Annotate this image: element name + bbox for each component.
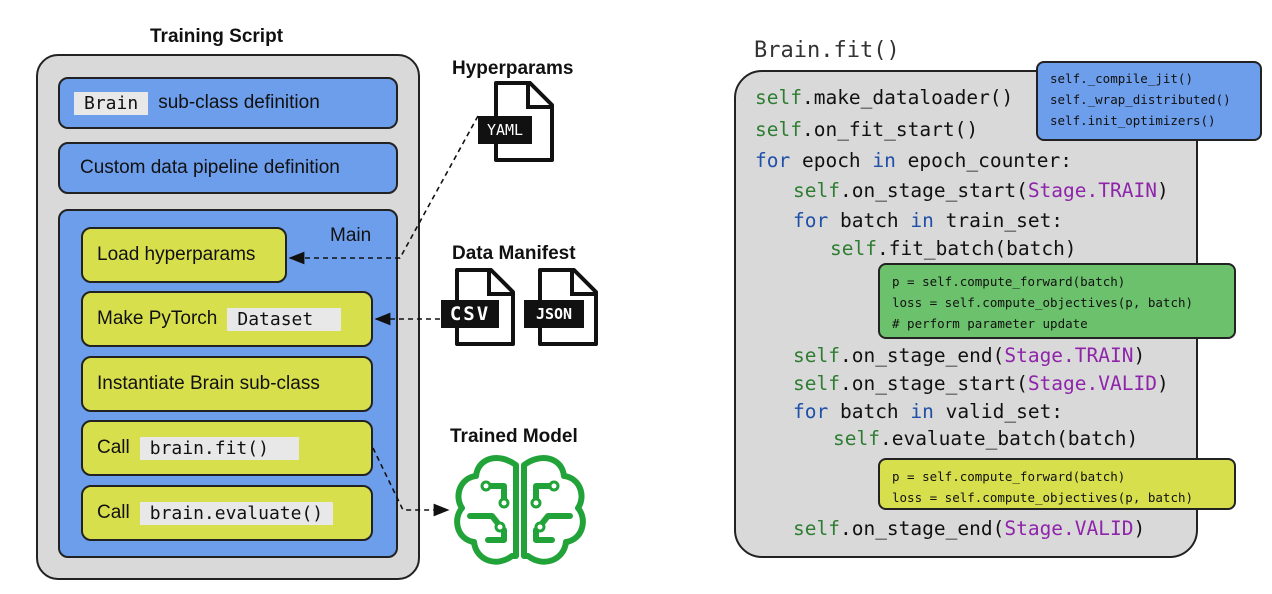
code-line-for-epoch: for epoch in epoch_counter:: [755, 149, 1073, 172]
make-dataset-box: Make PyTorch Dataset: [81, 291, 373, 347]
call-fit-box: Call brain.fit(): [81, 420, 373, 476]
code-line-stage-start-train: self.on_stage_start(Stage.TRAIN): [793, 179, 1169, 202]
call-evaluate-box: Call brain.evaluate(): [81, 485, 373, 541]
code-line-for-valid-batch: for batch in valid_set:: [793, 400, 1064, 423]
trained-model-arrow: [372, 447, 450, 517]
csv-file-icon: [441, 268, 515, 346]
fit-batch-box: p = self.compute_forward(batch) loss = s…: [878, 263, 1236, 339]
eval-compute-forward-line: p = self.compute_forward(batch): [892, 469, 1126, 484]
instantiate-brain-box: Instantiate Brain sub-class: [81, 356, 373, 412]
evaluate-batch-box: p = self.compute_forward(batch) loss = s…: [878, 458, 1236, 510]
call-evaluate-text: Call: [97, 502, 130, 523]
data-pipeline-text: Custom data pipeline definition: [80, 157, 340, 178]
code-line-make-dataloader: self.make_dataloader(): [755, 86, 1014, 109]
fit-compute-forward-line: p = self.compute_forward(batch): [892, 274, 1126, 289]
eval-compute-objectives-line: loss = self.compute_objectives(p, batch): [892, 490, 1194, 505]
trained-model-title: Trained Model: [450, 426, 578, 447]
hyperparams-arrow: [288, 115, 479, 265]
training-script-title: Training Script: [150, 26, 284, 47]
brain-code-chip: Brain: [74, 91, 149, 115]
load-hyperparams-text: Load hyperparams: [97, 244, 256, 265]
call-fit-text: Call: [97, 437, 130, 458]
make-dataset-text: Make PyTorch: [97, 308, 218, 329]
json-label: JSON: [535, 305, 573, 323]
init-optimizers-line: self.init_optimizers(): [1050, 113, 1216, 128]
fit-compute-objectives-line: loss = self.compute_objectives(p, batch): [892, 295, 1194, 310]
instantiate-brain-text: Instantiate Brain sub-class: [97, 373, 320, 394]
brain-evaluate-code-chip: brain.evaluate(): [139, 501, 334, 525]
brain-circuit-icon: [454, 455, 586, 565]
fit-parameter-update-line: # perform parameter update: [892, 316, 1088, 331]
data-manifest-title: Data Manifest: [452, 243, 576, 264]
jit-setup-box: self._compile_jit() self._wrap_distribut…: [1036, 61, 1262, 141]
load-hyperparams-box: Load hyperparams: [81, 227, 287, 283]
data-pipeline-box: Custom data pipeline definition: [58, 142, 398, 194]
brain-subclass-definition-box: Brain sub-class definition: [58, 77, 398, 129]
code-line-stage-start-valid: self.on_stage_start(Stage.VALID): [793, 372, 1169, 395]
code-line-stage-end-train: self.on_stage_end(Stage.TRAIN): [793, 344, 1146, 367]
main-label: Main: [330, 225, 372, 246]
yaml-file-icon: [478, 81, 554, 162]
wrap-distributed-line: self._wrap_distributed(): [1050, 92, 1231, 107]
compile-jit-line: self._compile_jit(): [1050, 71, 1193, 86]
brain-fit-code-chip: brain.fit(): [139, 436, 299, 460]
code-line-evaluate-batch: self.evaluate_batch(batch): [833, 427, 1139, 450]
brain-fit-title: Brain.fit(): [754, 38, 900, 63]
yaml-label: YAML: [486, 121, 524, 139]
hyperparams-title: Hyperparams: [452, 58, 574, 79]
code-line-on-fit-start: self.on_fit_start(): [755, 118, 979, 141]
code-line-for-train-batch: for batch in train_set:: [793, 209, 1064, 232]
brain-subclass-text: sub-class definition: [158, 92, 320, 113]
json-file-icon: [524, 268, 598, 346]
code-line-fit-batch: self.fit_batch(batch): [830, 237, 1077, 260]
code-line-stage-end-valid: self.on_stage_end(Stage.VALID): [793, 517, 1146, 540]
brain-circuit-nodes: [480, 480, 560, 533]
dataset-code-chip: Dataset: [227, 307, 342, 331]
csv-label: CSV: [449, 303, 491, 325]
